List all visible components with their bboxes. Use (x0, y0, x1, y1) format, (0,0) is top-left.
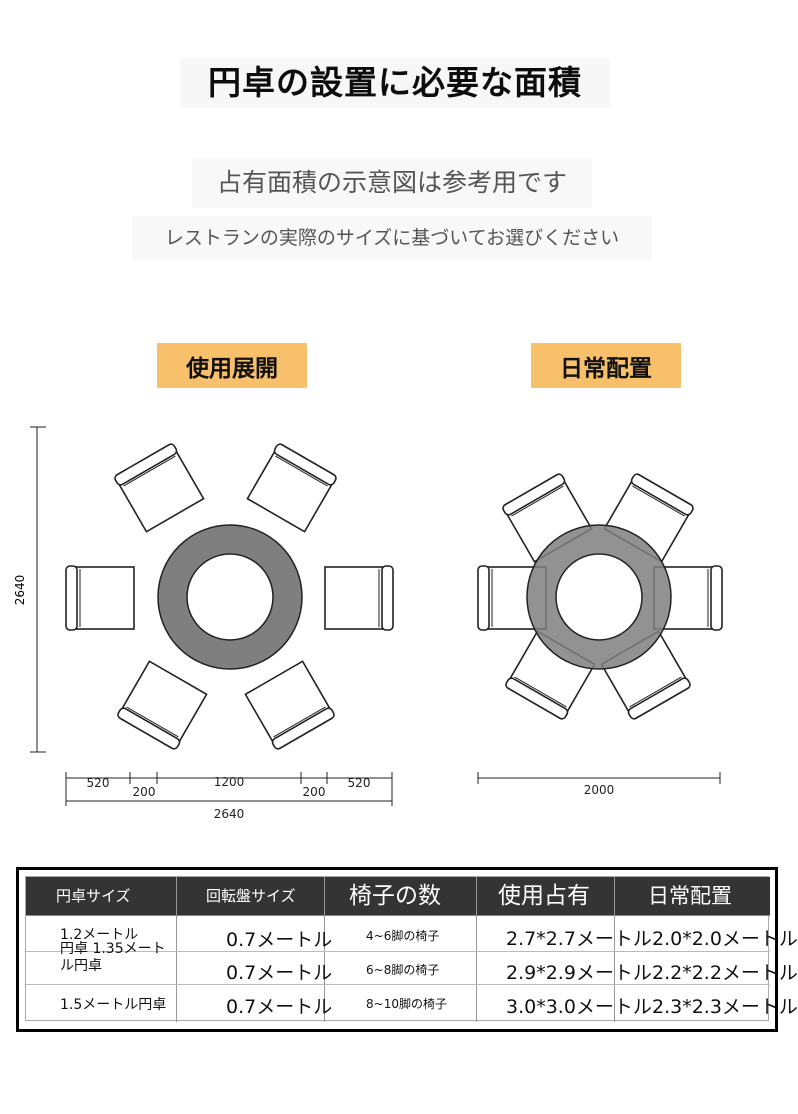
dim-label: 200 (133, 785, 156, 799)
table-cell: 0.7メートル (226, 996, 333, 1018)
expanded-layout (65, 441, 394, 752)
chair-bottom-left (115, 660, 209, 752)
turntable (555, 553, 643, 641)
header-turntable-size: 回転盤サイズ (206, 887, 296, 905)
chair-bottom-right (243, 660, 337, 752)
dim-label: 2640 (214, 807, 245, 821)
chair-top-left (112, 441, 206, 533)
table-cell: 0.7メートル (226, 929, 333, 951)
table-cell: 3.0*3.0メートル (506, 996, 652, 1018)
page-subtitle: 占有面積の示意図は参考用です (192, 158, 592, 208)
layout-diagram: 2640 520 200 1200 200 520 2640 2000 (13, 426, 723, 821)
table-cell: 2.3*2.3メートル (652, 996, 798, 1018)
table-cell: 2.9*2.9メートル (506, 962, 652, 984)
dim-label: 1200 (214, 775, 245, 789)
header-table-size: 円卓サイズ (56, 887, 131, 905)
dim-label: 200 (303, 785, 326, 799)
right-width-dimension (477, 772, 721, 784)
page-note: レストランの実際のサイズに基づいてお選びください (132, 216, 652, 260)
table-cell: 6~8脚の椅子 (366, 963, 440, 977)
table-cell: 2.0*2.0メートル (652, 928, 798, 950)
table-cell: 1.5メートル円卓 (60, 997, 167, 1013)
table-cell: 2.2*2.2メートル (652, 962, 798, 984)
chair-right (324, 565, 394, 631)
header-chair-count: 椅子の数 (349, 883, 441, 909)
table-cell: 円卓 1.35メートル円卓 (60, 941, 166, 974)
tag-usage-expanded: 使用展開 (157, 343, 307, 388)
left-width-dimension (65, 772, 393, 806)
left-height-dimension (30, 426, 46, 753)
page-title: 円卓の設置に必要な面積 (180, 58, 610, 108)
table-cell: 1.2メートル (60, 927, 139, 943)
table-cell: 8~10脚の椅子 (366, 997, 447, 1011)
daily-layout (477, 471, 723, 722)
turntable (186, 553, 274, 641)
size-table: 円卓サイズ 回転盤サイズ 椅子の数 使用占有 日常配置 1.2メートル 0.7メ… (16, 867, 798, 1032)
tag-daily-layout: 日常配置 (531, 343, 681, 388)
header-usage-area: 使用占有 (498, 883, 590, 909)
dim-height-label: 2640 (13, 575, 27, 606)
dim-label: 520 (87, 776, 110, 790)
table-cell: 4~6脚の椅子 (366, 929, 440, 943)
dim-label: 520 (348, 776, 371, 790)
dim-label: 2000 (584, 783, 615, 797)
chair-left (65, 565, 135, 631)
table-cell: 2.7*2.7メートル (506, 928, 652, 950)
header-daily-area: 日常配置 (648, 884, 732, 908)
chair-top-right (245, 441, 339, 533)
table-header (26, 877, 770, 915)
table-cell: 0.7メートル (226, 962, 333, 984)
